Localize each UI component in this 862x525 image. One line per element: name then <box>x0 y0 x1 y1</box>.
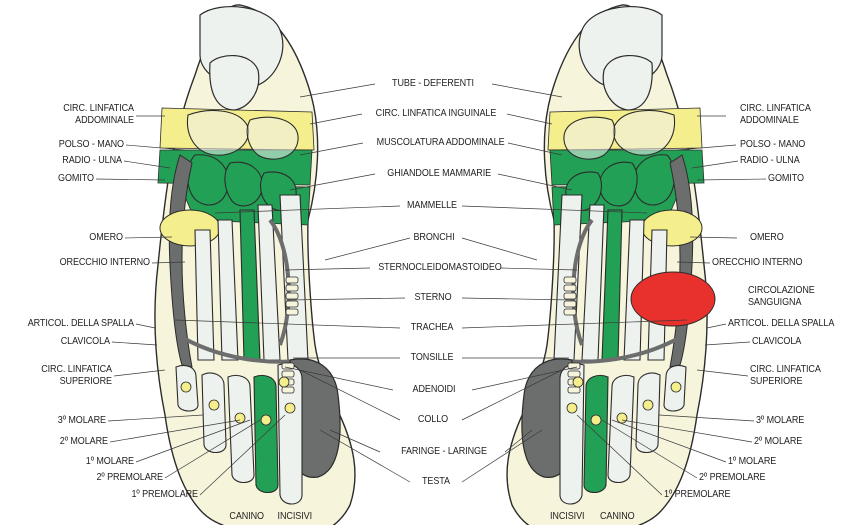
left-label-2-molare: 2º MOLARE <box>50 436 108 448</box>
left-label-polso-mano: POLSO - MANO <box>35 139 124 151</box>
right-label-2-molare: 2º MOLARE <box>754 436 812 448</box>
label-trachea: TRACHEA <box>406 322 458 334</box>
label-circ-linfatica-inguinale: CIRC. LINFATICA INGUINALE <box>375 108 495 120</box>
left-label-radio-ulna: RADIO - ULNA <box>34 155 122 167</box>
label-sternocleidomastoideo: STERNOCLEIDOMASTOIDEO <box>377 262 492 274</box>
label-tube-deferenti: TUBE - DEFERENTI <box>386 78 481 90</box>
label-faringe-laringe: FARINGE - LARINGE <box>392 446 497 458</box>
right-label-circ-linfatica-addominale: CIRC. LINFATICA ADDOMINALE <box>740 103 838 126</box>
right-label-clavicola: CLAVICOLA <box>752 336 829 348</box>
right-label-1-premolare: 1º PREMOLARE <box>664 489 748 501</box>
left-label-3-molare: 3º MOLARE <box>49 415 106 427</box>
left-label-orecchio-interno: ORECCHIO INTERNO <box>21 257 150 269</box>
right-foot <box>507 5 707 525</box>
label-ghiandole-mammarie: GHIANDOLE MAMMARIE <box>386 168 489 180</box>
left-label-clavicola: CLAVICOLA <box>33 336 110 348</box>
right-label-canino: CANINO <box>600 511 655 523</box>
right-label-radio-ulna: RADIO - ULNA <box>740 155 828 167</box>
right-label-gomito: GOMITO <box>768 173 832 185</box>
right-label-orecchio-interno: ORECCHIO INTERNO <box>712 257 841 269</box>
label-sterno: STERNO <box>410 292 456 304</box>
left-label-incisivi: INCISIVI <box>259 511 312 523</box>
left-label-canino: CANINO <box>209 511 264 523</box>
circolazione-zone <box>631 272 715 326</box>
label-testa: TESTA <box>414 476 459 488</box>
label-muscolatura-addominale: MUSCOLATURA ADDOMINALE <box>376 137 496 149</box>
right-label-articol-spalla: ARTICOL. DELLA SPALLA <box>728 318 843 330</box>
left-label-2-premolare: 2º PREMOLARE <box>74 472 163 484</box>
left-foot <box>155 5 355 525</box>
left-label-1-molare: 1º MOLARE <box>70 456 134 468</box>
right-label-polso-mano: POLSO - MANO <box>740 139 829 151</box>
right-label-incisivi: INCISIVI <box>550 511 603 523</box>
right-label-3-molare: 3º MOLARE <box>756 415 813 427</box>
label-mammelle: MAMMELLE <box>403 200 461 212</box>
left-label-articol-spalla: ARTICOL. DELLA SPALLA <box>19 318 134 330</box>
label-adenoidi: ADENOIDI <box>401 384 466 396</box>
left-label-1-premolare: 1º PREMOLARE <box>114 489 198 501</box>
right-label-circolazione-sanguigna: CIRCOLAZIONE SANGUIGNA <box>748 285 834 308</box>
label-tonsille: TONSILLE <box>406 352 458 364</box>
left-label-circ-linfatica-addominale: CIRC. LINFATICA ADDOMINALE <box>36 103 134 126</box>
right-label-omero: OMERO <box>750 232 819 244</box>
left-label-gomito: GOMITO <box>30 173 94 185</box>
right-label-circ-linfatica-superiore: CIRC. LINFATICA SUPERIORE <box>750 364 846 387</box>
label-collo: COLLO <box>408 414 458 426</box>
right-label-1-molare: 1º MOLARE <box>728 456 792 468</box>
right-label-2-premolare: 2º PREMOLARE <box>699 472 788 484</box>
left-label-omero: OMERO <box>34 232 123 244</box>
left-label-circ-linfatica-superiore: CIRC. LINFATICA SUPERIORE <box>16 364 112 387</box>
label-bronchi: BRONCHI <box>412 232 457 244</box>
